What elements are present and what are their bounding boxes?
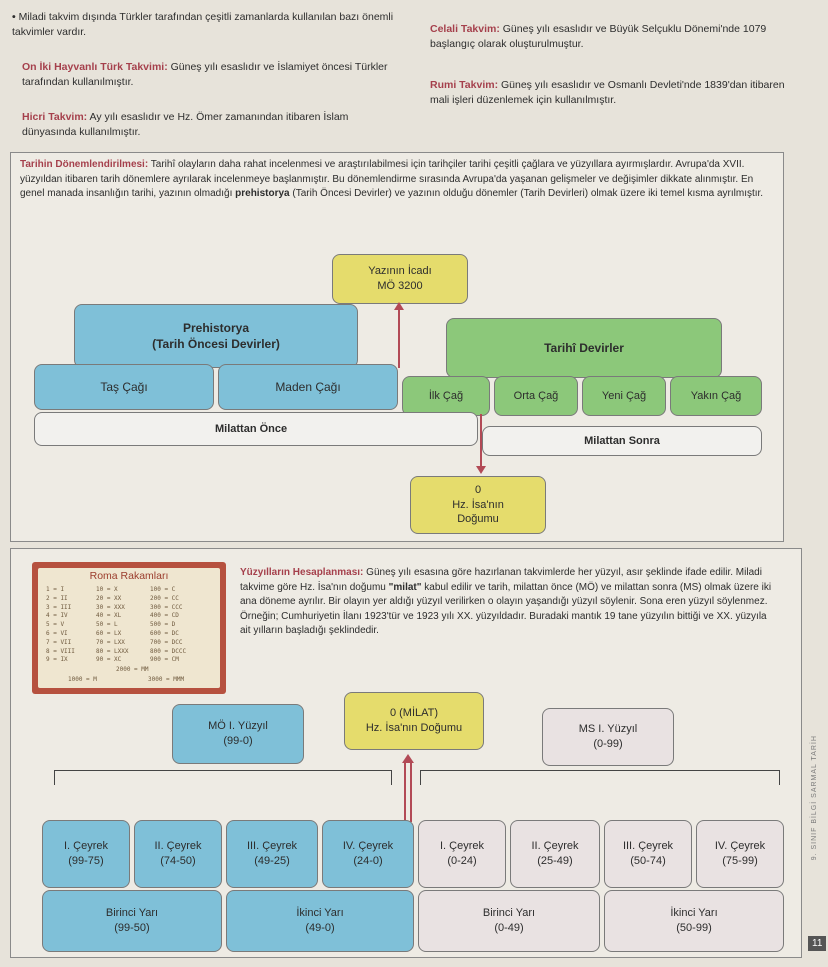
prehistorya-box: Prehistorya (Tarih Öncesi Devirler) <box>74 304 358 368</box>
rumi-takvim: Rumi Takvim: Güneş yılı esaslıdır ve Osm… <box>430 79 785 107</box>
ceyrek-box: II. Çeyrek (74-50) <box>134 820 222 888</box>
roman-numeral-cell: 200 = CC <box>150 594 179 602</box>
ceyrek-box: III. Çeyrek (49-25) <box>226 820 318 888</box>
ceyrek-box: IV. Çeyrek (75-99) <box>696 820 784 888</box>
milat-arrow-left <box>404 760 406 822</box>
roman-extra-2b: 3000 = MMM <box>148 676 185 683</box>
milattan-once-bar: Milattan Önce <box>34 412 478 446</box>
page-number: 11 <box>808 936 827 951</box>
roman-numeral-cell: 1 = I <box>46 586 65 593</box>
maden-cagi-box: Maden Çağı <box>218 364 398 410</box>
hayvanli-takvim: On İki Hayvanlı Türk Takvimi: Güneş yılı… <box>22 61 388 89</box>
ceyrek-box: III. Çeyrek (50-74) <box>604 820 692 888</box>
roman-numeral-cell: 80 = LXXX <box>96 647 129 655</box>
orta-cag-box: Orta Çağ <box>494 376 578 416</box>
roman-extra-1: 2000 = MM <box>116 666 149 673</box>
ceyrek-box: I. Çeyrek (0-24) <box>418 820 506 888</box>
roman-numeral-cell: 7 = VII <box>46 638 72 646</box>
yari-box: İkinci Yarı (50-99) <box>604 890 784 952</box>
tarihi-devirler-box: Tarihî Devirler <box>446 318 722 378</box>
yeni-cag-box: Yeni Çağ <box>582 376 666 416</box>
roman-numeral-cell: 100 = C <box>150 586 176 593</box>
roman-numeral-cell: 3 = III <box>46 603 72 611</box>
donemlendirme-text: Tarihin Dönemlendirilmesi: Tarihî olayla… <box>20 159 764 199</box>
milattan-sonra-bar: Milattan Sonra <box>482 426 762 456</box>
ceyrek-box: II. Çeyrek (25-49) <box>510 820 600 888</box>
arrow-down-icon <box>476 466 486 474</box>
isa-arrow <box>480 414 482 470</box>
roman-numeral-cell: 300 = CCC <box>150 603 183 611</box>
yari-box: Birinci Yarı (0-49) <box>418 890 600 952</box>
ceyrek-box: I. Çeyrek (99-75) <box>42 820 130 888</box>
roman-numeral-cell: 30 = XXX <box>96 603 125 611</box>
ms-bracket <box>420 770 780 785</box>
ms-yuzyil-box: MS I. Yüzyıl (0-99) <box>542 708 674 766</box>
isa-dogumu-box: 0 Hz. İsa'nın Doğumu <box>410 476 546 534</box>
roma-rakamlari-title: Roma Rakamları <box>89 570 169 582</box>
yazi-icadi-box: Yazının İcadı MÖ 3200 <box>332 254 468 304</box>
milat-arrow-right <box>410 760 412 822</box>
yazi-arrow <box>398 306 400 368</box>
side-text: 9. SINIF BİLGİ SARMAL TARİH <box>811 735 818 861</box>
roman-numeral-cell: 70 = LXX <box>96 638 125 646</box>
roman-numeral-cell: 10 = X <box>96 586 118 593</box>
tas-cagi-box: Taş Çağı <box>34 364 214 410</box>
yuzyillar-text: Yüzyılların Hesaplanması: Güneş yılı esa… <box>240 567 772 636</box>
milat-box: 0 (MİLAT) Hz. İsa'nın Doğumu <box>344 692 484 750</box>
bullet-icon: • <box>12 11 19 23</box>
roman-numeral-cell: 2 = II <box>46 594 68 602</box>
roman-numeral-cell: 90 = XC <box>96 656 122 664</box>
roman-numeral-cell: 6 = VI <box>46 630 68 637</box>
yari-box: İkinci Yarı (49-0) <box>226 890 414 952</box>
roma-rakamlari-card: Roma Rakamları 1 = I 10 = X 100 = C 2 = II 2… <box>32 562 226 694</box>
yakin-cag-box: Yakın Çağ <box>670 376 762 416</box>
roman-numeral-cell: 500 = D <box>150 621 176 629</box>
roman-numeral-cell: 700 = DCC <box>150 638 183 646</box>
roman-numeral-cell: 4 = IV <box>46 612 68 620</box>
roman-numeral-cell: 40 = XL <box>96 612 122 620</box>
yari-box: Birinci Yarı (99-50) <box>42 890 222 952</box>
milat-arrow-icon <box>402 754 414 763</box>
celali-takvim: Celali Takvim: Güneş yılı esaslıdır ve B… <box>430 23 767 51</box>
roman-numeral-cell: 800 = DCCC <box>150 647 187 655</box>
roman-numeral-cell: 50 = L <box>96 621 118 629</box>
mo-bracket <box>54 770 392 785</box>
mo-yuzyil-box: MÖ I. Yüzyıl (99-0) <box>172 704 304 764</box>
roman-numeral-cell: 60 = LX <box>96 630 122 637</box>
roman-numeral-cell: 600 = DC <box>150 630 179 637</box>
roman-numeral-cell: 5 = V <box>46 621 65 629</box>
ilk-cag-box: İlk Çağ <box>402 376 490 416</box>
roman-numeral-cell: 20 = XX <box>96 594 122 602</box>
arrow-up-icon <box>394 302 404 310</box>
ceyrek-box: IV. Çeyrek (24-0) <box>322 820 414 888</box>
hicri-takvim: Hicri Takvim: Ay yılı esaslıdır ve Hz. Ö… <box>22 111 349 139</box>
roman-numeral-cell: 400 = CD <box>150 612 179 620</box>
roman-numeral-cell: 8 = VIII <box>46 647 75 655</box>
roman-numeral-cell: 9 = IX <box>46 656 68 664</box>
roman-extra-2a: 1000 = M <box>68 676 97 683</box>
roman-numeral-cell: 900 = CM <box>150 656 179 664</box>
calendar-intro: • Miladi takvim dışında Türkler tarafınd… <box>12 11 394 39</box>
